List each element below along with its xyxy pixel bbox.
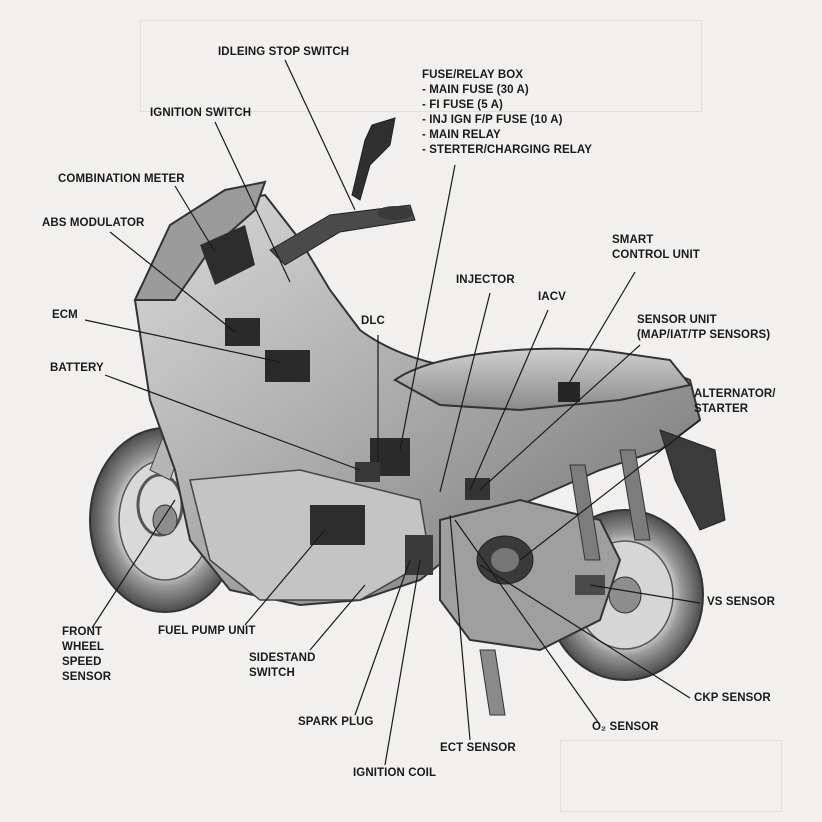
front-wheel-speed-sensor-line: SENSOR	[62, 671, 112, 683]
handlebar	[269, 204, 416, 266]
label-injector: INJECTOR	[456, 274, 515, 286]
label-battery: BATTERY	[50, 362, 104, 374]
leader-smart-control-unit	[567, 271, 636, 386]
front-wheel-speed-sensor-line: WHEEL	[62, 641, 105, 653]
label-ignition-switch: IGNITION SWITCH	[150, 107, 252, 119]
sensor-unit-line: (MAP/IAT/TP SENSORS)	[637, 329, 771, 341]
background-ghost-box	[140, 20, 702, 112]
center-stand	[479, 649, 506, 716]
leader-iacv	[469, 309, 549, 491]
label-iacv: IACV	[538, 291, 566, 303]
leader-fuel-pump-unit	[244, 529, 326, 626]
label-combination-meter: COMBINATION METER	[58, 173, 185, 185]
leader-spark-plug	[354, 559, 411, 716]
front-wheel-speed-sensor-line: SPEED	[62, 656, 102, 668]
mirror	[351, 117, 396, 201]
sidestand-switch-line: SWITCH	[249, 667, 295, 679]
label-idleing-stop-switch: IDLEING STOP SWITCH	[218, 46, 350, 58]
leader-ignition-coil	[384, 559, 421, 766]
alternator-starter-line: STARTER	[694, 403, 749, 415]
fuse-relay-box-title: FUSE/RELAY BOX	[422, 69, 524, 81]
leader-combination-meter	[174, 185, 216, 253]
smart-control-unit-line: SMART	[612, 234, 654, 246]
leader-front-wheel-speed-sensor	[91, 499, 176, 629]
rear-shock	[619, 449, 651, 541]
fuel-pump-part	[310, 505, 365, 545]
alternator-starter-line: ALTERNATOR/	[694, 388, 776, 400]
label-o2-sensor: O₂ SENSOR	[592, 721, 659, 733]
front-wheel-speed-sensor-line: FRONT	[62, 626, 103, 638]
leader-fuse-relay-box	[399, 164, 456, 451]
label-ecm: ECM	[52, 309, 78, 321]
smart-control-unit-line: CONTROL UNIT	[612, 249, 700, 261]
fuse-relay-box-item: - FI FUSE (5 A)	[422, 99, 503, 111]
label-alternator-starter: ALTERNATOR/ STARTER	[694, 387, 776, 417]
fuse-relay-box-item: - MAIN RELAY	[422, 129, 501, 141]
leader-ignition-switch	[214, 121, 291, 283]
throttle-body-part	[465, 478, 490, 500]
label-ckp-sensor: CKP SENSOR	[694, 692, 771, 704]
label-ignition-coil: IGNITION COIL	[353, 767, 437, 779]
leader-o2-sensor	[454, 519, 601, 726]
leader-idleing-stop-switch	[284, 59, 356, 211]
ecm-part	[265, 350, 310, 382]
seat	[393, 347, 692, 412]
leader-injector	[439, 292, 491, 493]
alternator-hub	[491, 548, 519, 572]
leader-lines	[84, 59, 701, 766]
scooter-illustration	[89, 117, 726, 716]
leader-ckp-sensor	[479, 564, 691, 699]
label-vs-sensor: VS SENSOR	[707, 596, 776, 608]
label-sensor-unit: SENSOR UNIT (MAP/IAT/TP SENSORS)	[637, 313, 770, 343]
leader-alternator-starter	[519, 419, 701, 561]
leader-sensor-unit	[479, 344, 641, 491]
leader-abs-modulator	[109, 231, 236, 333]
background-ghost-box	[560, 740, 782, 812]
leader-battery	[104, 374, 361, 471]
rear-shock	[569, 464, 601, 561]
label-smart-control-unit: SMART CONTROL UNIT	[612, 233, 700, 263]
leader-ect-sensor	[449, 514, 471, 741]
label-fuel-pump-unit: FUEL PUMP UNIT	[158, 625, 256, 637]
leader-ecm	[84, 319, 281, 363]
label-ect-sensor: ECT SENSOR	[440, 742, 516, 754]
label-abs-modulator: ABS MODULATOR	[42, 217, 145, 229]
engine-unit	[439, 498, 622, 652]
label-front-wheel-speed-sensor: FRONT WHEEL SPEED SENSOR	[62, 625, 111, 685]
sensor-unit-line: SENSOR UNIT	[637, 314, 717, 326]
abs-modulator-part	[225, 318, 260, 346]
leader-vs-sensor	[589, 584, 701, 604]
label-sidestand-switch: SIDESTAND SWITCH	[249, 651, 316, 681]
label-dlc: DLC	[361, 315, 385, 327]
meter-panel	[200, 225, 255, 285]
fuse-relay-box-item: - INJ IGN F/P FUSE (10 A)	[422, 114, 563, 126]
rear-fender	[659, 429, 726, 531]
label-fuse-relay-box: FUSE/RELAY BOX - MAIN FUSE (30 A) - FI F…	[422, 68, 592, 158]
fuse-relay-box-item: - MAIN FUSE (30 A)	[422, 84, 529, 96]
smart-control-unit-part	[558, 382, 580, 402]
fuse-relay-box-item: - STERTER/CHARGING RELAY	[422, 144, 593, 156]
handlebar-grip	[377, 206, 413, 220]
sidestand-switch-line: SIDESTAND	[249, 652, 316, 664]
battery-part	[355, 462, 380, 482]
leader-sidestand-switch	[309, 584, 366, 651]
windscreen	[133, 180, 267, 301]
label-spark-plug: SPARK PLUG	[298, 716, 374, 728]
